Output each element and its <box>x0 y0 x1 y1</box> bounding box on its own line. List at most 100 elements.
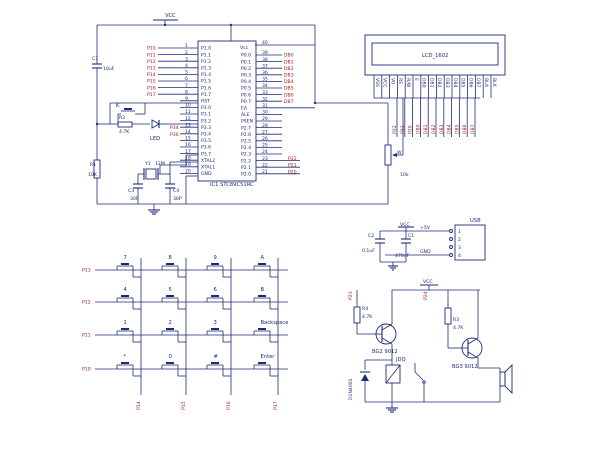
mcu-left-num-14: 14 <box>185 129 191 135</box>
lcd-net-DB7: DB7 <box>470 124 476 134</box>
mcu-left-pin-7: P1.6 <box>201 85 211 91</box>
keypad-key-backspace[interactable]: Backspace <box>253 320 288 343</box>
mcu-right-num-36: 36 <box>262 70 268 76</box>
mcu-right-pin-P2.2: P2.2 <box>241 158 251 164</box>
keypad-key-_[interactable]: * <box>116 354 141 377</box>
keypad-key-a[interactable]: A <box>253 255 278 278</box>
mcu-left-num-6: 6 <box>185 76 188 82</box>
led: LED <box>150 119 198 142</box>
c4-value: 30P <box>173 196 182 202</box>
mcu-right-num-39: 39 <box>262 50 268 56</box>
relay-name: JDQ <box>395 357 406 363</box>
mcu-right-num-28: 28 <box>262 123 268 129</box>
r4-name: R4 <box>362 306 368 312</box>
lcd-net-DB0: DB0 <box>415 124 421 134</box>
keypad-key-enter[interactable]: Enter <box>253 354 278 377</box>
keypad-key-label: * <box>124 354 127 360</box>
lcd-pin-DB5: DB5 <box>460 78 466 88</box>
keypad-key-5[interactable]: 5 <box>161 287 186 310</box>
mcu-left-pin-2: P1.1 <box>201 52 211 58</box>
keypad-key-_[interactable]: # <box>206 354 231 377</box>
p23-label: P23 <box>348 291 354 300</box>
mcu-left-num-15: 15 <box>185 136 191 142</box>
crystal-name: Y1 <box>144 161 151 167</box>
lcd-pin-RS: RS <box>397 78 403 84</box>
keypad-key-0[interactable]: 0 <box>161 354 186 377</box>
mcu-net-DB3: DB3 <box>284 73 294 79</box>
c4-capacitor: C4 30P <box>165 177 182 204</box>
mcu-left-pin-9: RST <box>201 99 210 105</box>
keypad-key-label: 1 <box>124 320 127 326</box>
lcd-pin-VCC: VCC <box>382 78 388 88</box>
mcu-left-num-9: 9 <box>185 96 188 102</box>
usb-pin-1: 1 <box>458 229 461 235</box>
keypad-key-8[interactable]: 8 <box>161 255 186 278</box>
c3-name: C3 <box>128 188 134 194</box>
pot-value: 10k <box>400 172 409 178</box>
mcu-net-p34: P34 <box>170 125 179 131</box>
lcd-pin-DB7: DB7 <box>475 78 481 88</box>
keypad-key-6[interactable]: 6 <box>206 287 231 310</box>
keypad-key-label: 7 <box>124 255 127 261</box>
lcd-pin-DB6: DB6 <box>467 78 473 88</box>
keypad-row-net-P12: P12 <box>82 300 91 306</box>
r1-value: 10K <box>88 172 98 178</box>
diode-name: D1N4001 <box>348 378 354 400</box>
lcd-net-DB5: DB5 <box>454 124 460 134</box>
mcu-left-num-3: 3 <box>185 56 188 62</box>
mcu-net-DB2: DB2 <box>284 66 294 72</box>
contrast-pot: W 10k <box>200 98 409 205</box>
keypad-key-b[interactable]: B <box>253 287 278 310</box>
q2-name: BG2 9012 <box>372 349 398 355</box>
c3-capacitor: C3 30P <box>128 174 143 204</box>
keypad-key-4[interactable]: 4 <box>116 287 141 310</box>
reset-network-wire <box>97 102 198 125</box>
lcd-pin-V0: V0 <box>389 78 395 84</box>
c1-capacitor: C1 10uF <box>92 25 115 126</box>
mcu-right-pin-P2.7: P2.7 <box>241 125 251 131</box>
keypad-row-net-P11: P11 <box>82 333 91 339</box>
vcc-top: VCC <box>97 13 388 105</box>
mcu-right-pin-P0.0: P0.0 <box>241 53 251 59</box>
mcu-name: IC1 STC89C51RC <box>210 182 254 188</box>
keypad-key-9[interactable]: 9 <box>206 255 231 278</box>
mcu-right-pin-P2.6: P2.6 <box>241 132 251 138</box>
keypad-key-3[interactable]: 3 <box>206 320 231 343</box>
mcu-right-num-35: 35 <box>262 77 268 83</box>
mcu-left-pin-16: P3.6 <box>201 145 211 151</box>
mcu-left-num-7: 7 <box>185 83 188 89</box>
keypad-key-7[interactable]: 7 <box>116 255 141 278</box>
keypad-key-label: B <box>261 287 265 293</box>
mcu-right-num-29: 29 <box>262 116 268 122</box>
mcu-net-P15: P15 <box>147 79 156 85</box>
lcd-net-DB6: DB6 <box>462 124 468 134</box>
crystal-y1: Y1 12M <box>138 154 198 180</box>
mcu-left-pin-8: P1.7 <box>201 92 211 98</box>
mcu-left-pin-15: P3.5 <box>201 138 211 144</box>
mcu-left-pin-19: XTAL1 <box>201 165 215 171</box>
mcu-left-pin-6: P1.5 <box>201 79 211 85</box>
mcu-left-pin-14: P3.4 <box>201 132 211 138</box>
mcu-net-P14: P14 <box>147 72 156 78</box>
mcu-left-num-1: 1 <box>185 43 188 49</box>
lcd-net-DB2: DB2 <box>431 124 437 134</box>
mcu-right-pin-P2.5: P2.5 <box>241 139 251 145</box>
mcu-left-pin-1: P1.0 <box>201 46 211 52</box>
mcu-right-pin-P2.0: P2.0 <box>241 172 251 178</box>
keypad-key-2[interactable]: 2 <box>161 320 186 343</box>
lcd-net-P22: P22 <box>392 125 398 134</box>
mcu-right-pin-P0.3: P0.3 <box>241 73 251 79</box>
mcu-net-P11: P11 <box>147 52 156 58</box>
mcu-net-DB5: DB5 <box>284 86 294 92</box>
c3-value: 30P <box>130 196 139 202</box>
lcd-net-P20: P20 <box>408 125 414 134</box>
usb-pin-2: 2 <box>458 237 461 243</box>
mcu-net-P22: P22 <box>288 156 297 162</box>
mcu-left-pin-18: XTAL2 <box>201 158 215 164</box>
mcu-left-num-8: 8 <box>185 89 188 95</box>
usb-vcc-label: VCC <box>400 222 410 228</box>
mcu-left-pin-3: P1.2 <box>201 59 211 65</box>
mcu-vcc-num: 40 <box>262 40 268 46</box>
keypad-key-1[interactable]: 1 <box>116 320 141 343</box>
mcu-right-num-31: 31 <box>262 103 268 109</box>
